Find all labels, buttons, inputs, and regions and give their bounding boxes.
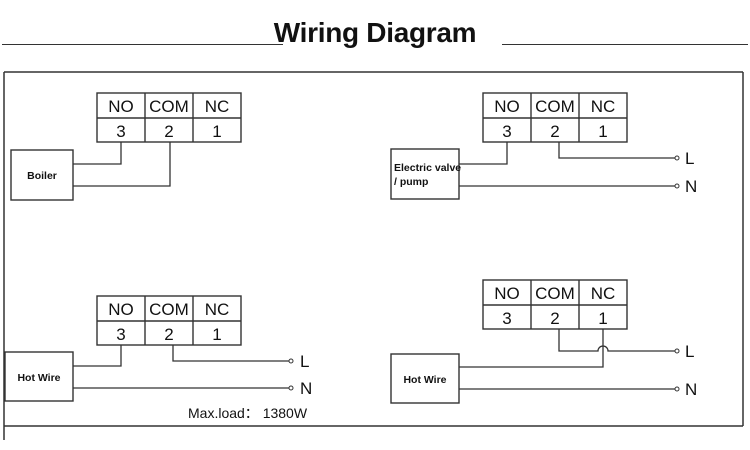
page-title: Wiring Diagram	[273, 17, 477, 48]
terminal-number-3: 3	[502, 309, 511, 328]
label-neutral: N	[300, 379, 312, 398]
wire-no-to-boiler	[73, 142, 122, 165]
terminal-block	[96, 295, 242, 346]
panel-boiler: NO COM NC 3 2 1 Boiler	[10, 92, 242, 201]
max-load-label: Max.load： 1380W	[188, 405, 308, 421]
terminal-block	[96, 92, 242, 143]
wire-com-to-live	[172, 345, 289, 362]
terminal-dot-neutral	[674, 183, 680, 189]
wire-com-to-boiler	[73, 142, 171, 187]
terminal-dot-live	[674, 155, 680, 161]
panel-electric-valve: NO COM NC 3 2 1 Electric valve / pump L …	[390, 92, 697, 200]
terminal-label-com: COM	[535, 284, 575, 303]
terminal-label-com: COM	[535, 97, 575, 116]
terminal-dot-neutral	[288, 385, 294, 391]
terminal-number-2: 2	[550, 309, 559, 328]
panel-hot-wire-nc: NO COM NC 3 2 1 Hot Wire L N	[390, 279, 697, 404]
terminal-label-nc: NC	[205, 97, 230, 116]
wire-com-to-live	[558, 329, 675, 352]
device-box-hot-wire	[4, 351, 74, 402]
terminal-label-no: NO	[494, 284, 520, 303]
terminal-block	[482, 279, 628, 330]
wire-com-to-live	[558, 142, 675, 159]
label-neutral: N	[685, 177, 697, 196]
terminal-number-2: 2	[164, 122, 173, 141]
wire-no-to-device	[459, 142, 508, 165]
terminal-dot-live	[288, 358, 294, 364]
label-live: L	[685, 342, 694, 361]
wire-no-to-device	[73, 345, 122, 367]
label-neutral: N	[685, 380, 697, 399]
label-live: L	[685, 149, 694, 168]
terminal-label-nc: NC	[591, 97, 616, 116]
device-label-hot-wire: Hot Wire	[17, 372, 60, 384]
terminal-dot-neutral	[674, 386, 680, 392]
terminal-number-2: 2	[164, 325, 173, 344]
terminal-number-1: 1	[598, 122, 607, 141]
terminal-label-nc: NC	[205, 300, 230, 319]
device-label-pump: / pump	[394, 176, 428, 188]
terminal-block	[482, 92, 628, 143]
title-rule-right	[502, 44, 748, 45]
panel-hot-wire-no: NO COM NC 3 2 1 Hot Wire L N Max.load： 1…	[4, 295, 312, 421]
diagram-frame	[3, 71, 744, 440]
terminal-number-3: 3	[502, 122, 511, 141]
terminal-label-nc: NC	[591, 284, 616, 303]
device-box-boiler	[10, 149, 74, 201]
terminal-number-3: 3	[116, 325, 125, 344]
terminal-number-2: 2	[550, 122, 559, 141]
terminal-label-com: COM	[149, 97, 189, 116]
terminal-label-no: NO	[494, 97, 520, 116]
terminal-dot-live	[674, 348, 680, 354]
wire-nc-to-device	[459, 329, 604, 368]
terminal-label-no: NO	[108, 97, 134, 116]
label-live: L	[300, 352, 309, 371]
device-label-hot-wire: Hot Wire	[403, 374, 446, 386]
device-label-boiler: Boiler	[27, 170, 57, 182]
terminal-label-no: NO	[108, 300, 134, 319]
terminal-number-3: 3	[116, 122, 125, 141]
terminal-number-1: 1	[598, 309, 607, 328]
terminal-label-com: COM	[149, 300, 189, 319]
device-label-electric-valve: Electric valve	[394, 162, 461, 174]
title-bar: Wiring Diagram	[0, 14, 750, 50]
terminal-number-1: 1	[212, 325, 221, 344]
terminal-number-1: 1	[212, 122, 221, 141]
device-box-electric-valve	[390, 148, 460, 200]
device-box-hot-wire	[390, 353, 460, 404]
title-rule-left	[2, 44, 283, 45]
